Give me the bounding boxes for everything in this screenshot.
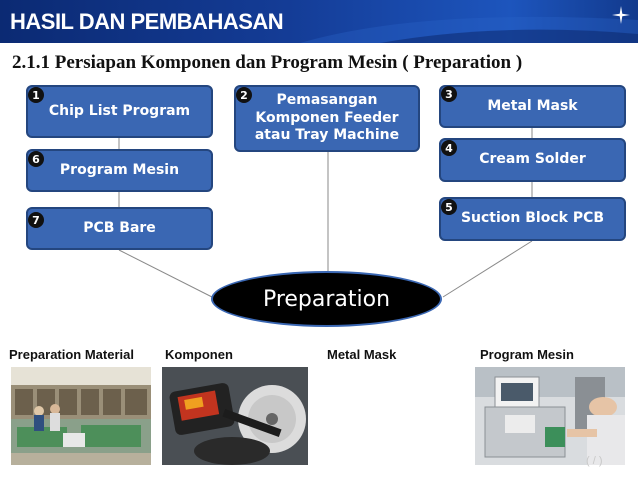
- center-label: Preparation: [262, 286, 391, 312]
- header-bar: HASIL DAN PEMBAHASAN: [0, 0, 638, 43]
- step-label: Metal Mask: [487, 97, 578, 114]
- step-number-badge: 6: [28, 151, 44, 167]
- step-label: Suction Block PCB: [460, 210, 605, 227]
- step-label: Pemasangan Komponen Feeder atau Tray Mac…: [254, 92, 400, 144]
- caption-preparation-material: Preparation Material: [9, 347, 134, 362]
- step-box-suction-block-pcb: Suction Block PCB: [439, 197, 626, 241]
- star-sparkle-icon: [612, 6, 630, 24]
- caption-komponen: Komponen: [165, 347, 233, 362]
- step-number-badge: 3: [441, 86, 457, 102]
- step-box-chip-list-program: Chip List Program: [26, 85, 213, 138]
- komponen-photo: [162, 367, 308, 465]
- preparation-center-node: Preparation: [211, 271, 442, 327]
- step-box-metal-mask: Metal Mask: [439, 85, 626, 128]
- step-label: Program Mesin: [59, 161, 180, 178]
- step-number-badge: 1: [28, 87, 44, 103]
- step-box-pcb-bare: PCB Bare: [26, 207, 213, 250]
- step-box-program-mesin: Program Mesin: [26, 149, 213, 192]
- step-box-cream-solder: Cream Solder: [439, 138, 626, 182]
- preparation-material-photo: [11, 367, 151, 465]
- step-number-badge: 4: [441, 140, 457, 156]
- step-number-badge: 5: [441, 199, 457, 215]
- step-number-badge: 2: [236, 87, 252, 103]
- step-label: Cream Solder: [479, 151, 586, 168]
- caption-program-mesin: Program Mesin: [480, 347, 574, 362]
- step-box-pemasangan-komponen: Pemasangan Komponen Feeder atau Tray Mac…: [234, 85, 420, 152]
- program-mesin-photo: [475, 367, 625, 465]
- step-number-badge: 7: [28, 212, 44, 228]
- section-subtitle: 2.1.1 Persiapan Komponen dan Program Mes…: [12, 52, 523, 73]
- page-number: ( / ): [586, 455, 603, 467]
- header-title: HASIL DAN PEMBAHASAN: [10, 9, 284, 34]
- header-wave-decoration: [300, 16, 638, 43]
- step-label: PCB Bare: [83, 219, 156, 236]
- caption-metal-mask: Metal Mask: [327, 347, 397, 362]
- step-label: Chip List Program: [48, 102, 191, 119]
